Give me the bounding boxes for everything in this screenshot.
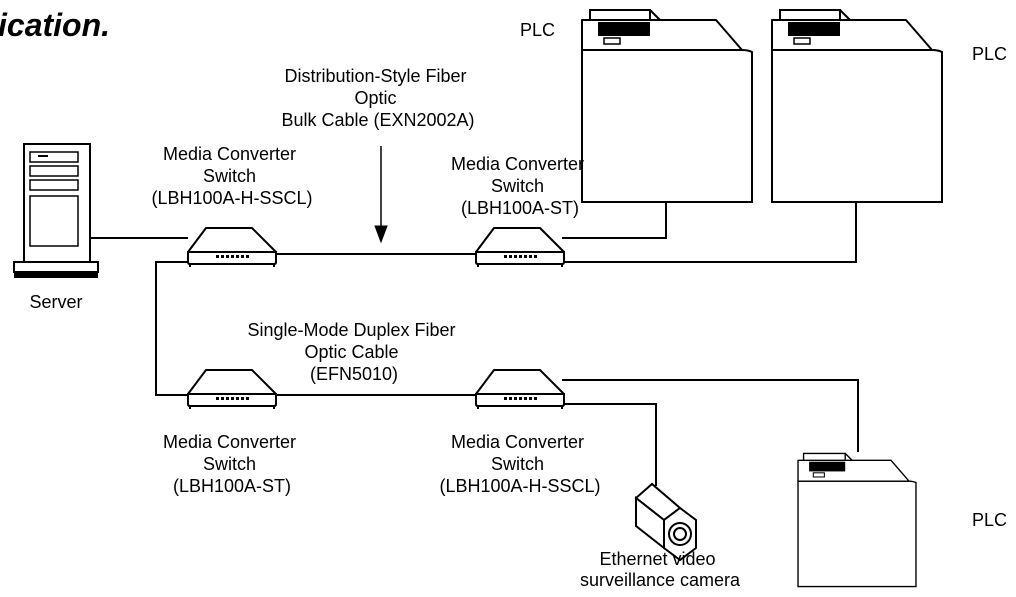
switch-bottom-right-label: Media Converter Switch (LBH100A-H-SSCL): [439, 432, 600, 496]
page-title-fragment: ication.: [0, 7, 110, 43]
switch-top-right-icon: [475, 227, 565, 268]
server-icon: [13, 143, 99, 278]
camera-icon: [634, 482, 697, 562]
link-single-mode-down: [155, 261, 188, 396]
camera-label: Ethernet video surveillance camera: [580, 549, 741, 590]
link-switch-to-camera: [562, 403, 657, 486]
plc-bottom-right-label: PLC: [972, 510, 1007, 530]
plc-bottom-right-icon: [797, 452, 917, 588]
switch-bottom-left-icon: [187, 369, 277, 410]
server-label: Server: [29, 292, 82, 312]
distribution-cable-label: Distribution-Style Fiber Optic Bulk Cabl…: [281, 66, 474, 130]
single-mode-cable-label: Single-Mode Duplex Fiber Optic Cable (EF…: [247, 320, 460, 384]
switch-top-right-label: Media Converter Switch (LBH100A-ST): [451, 154, 589, 218]
plc-top-right-label: PLC: [972, 44, 1007, 64]
plc-top-left-icon: [581, 9, 753, 203]
switch-top-left-icon: [187, 227, 277, 268]
plc-top-right-icon: [771, 9, 943, 203]
cable-pointer-arrowhead: [374, 225, 388, 244]
switch-bottom-left-label: Media Converter Switch (LBH100A-ST): [163, 432, 301, 496]
plc-top-left-label: PLC: [520, 20, 555, 40]
switch-top-left-label: Media Converter Switch (LBH100A-H-SSCL): [151, 144, 312, 208]
switch-bottom-right-icon: [475, 369, 565, 410]
link-switch-to-plc-bottom: [562, 379, 859, 452]
